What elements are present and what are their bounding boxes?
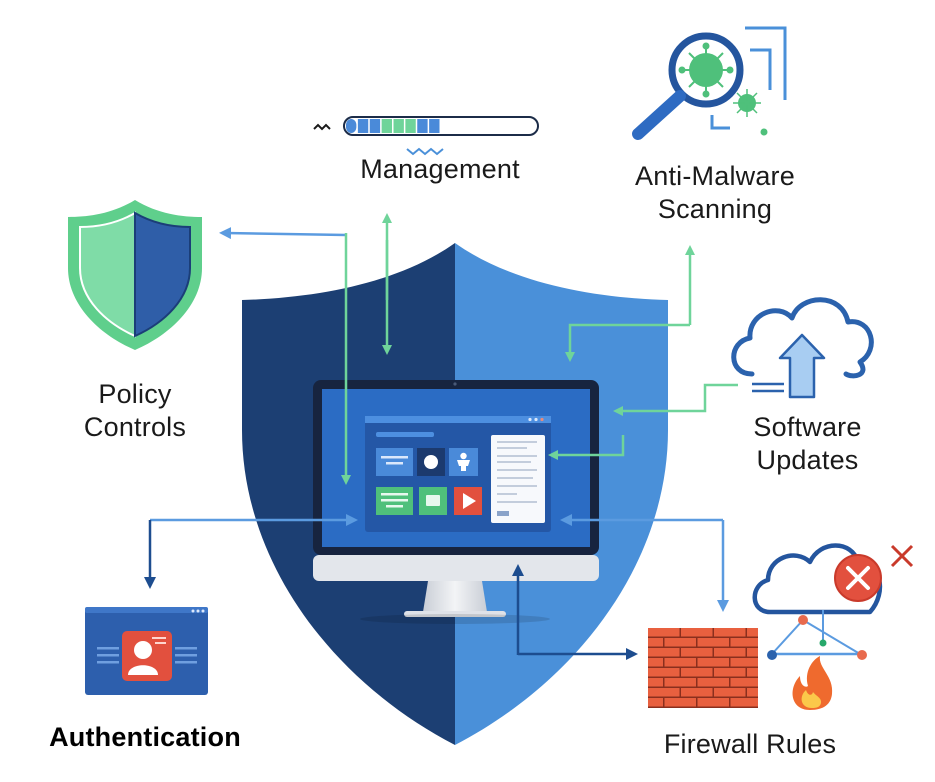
brick (648, 628, 680, 637)
brick (648, 688, 680, 697)
progress-segment (346, 119, 357, 133)
document-panel (491, 435, 545, 523)
tile-list (376, 487, 413, 515)
monitor (313, 380, 599, 624)
brick (681, 628, 713, 637)
label-firewall-line-1: Firewall Rules (663, 729, 837, 759)
arrow-to-policy (219, 227, 347, 240)
label-policy-controls: Policy Controls (50, 378, 220, 444)
management-progress-icon (313, 116, 539, 156)
brick (697, 678, 729, 687)
label-firewall-rules: Firewall Rules (630, 728, 870, 761)
brick (730, 658, 758, 667)
progress-segment (381, 119, 392, 133)
brick (664, 678, 696, 687)
user-id-card-icon (85, 607, 208, 695)
label-software-updates: Software Updates (715, 411, 900, 477)
brick (714, 648, 746, 657)
tile-play (454, 487, 482, 515)
arrow-antimalware-to-shield (565, 323, 690, 362)
virus-large (678, 42, 734, 98)
app-heading-bar (376, 432, 434, 437)
brick (648, 638, 663, 647)
brick (697, 638, 729, 647)
webcam (453, 382, 457, 386)
wave-icon (406, 147, 444, 156)
brick-wall-icon (648, 628, 758, 708)
label-updates-line-1: Software (753, 412, 862, 442)
progress-fill (346, 119, 440, 133)
magnifier-virus-icon (632, 26, 787, 140)
label-management-line-1: Management (360, 154, 520, 184)
brick (664, 638, 696, 647)
label-policy-line-2: Controls (83, 412, 187, 442)
network-nodes-icon (767, 610, 867, 660)
app-title-bar (365, 416, 551, 423)
arrow-updates-to-shield (613, 383, 738, 416)
brick (747, 688, 758, 697)
monitor-base (404, 611, 506, 617)
label-authentication: Authentication (30, 721, 260, 754)
brick (648, 658, 663, 667)
cloud-upload-icon (731, 297, 874, 399)
brick (730, 638, 758, 647)
label-policy-line-1: Policy (98, 379, 172, 409)
scan-bracket-bottom (710, 115, 730, 130)
squiggle-icon (313, 123, 331, 131)
brick (747, 648, 758, 657)
connectors (144, 213, 738, 660)
fire-icon (792, 656, 833, 710)
brick (648, 668, 680, 677)
brick (664, 658, 696, 667)
brick (747, 668, 758, 677)
arrow-updates-to-screen (548, 435, 625, 460)
progress-segment (357, 119, 369, 133)
upload-arrow (778, 333, 826, 399)
monitor-shadow (360, 614, 550, 624)
label-anti-malware-line-2: Scanning (657, 194, 773, 224)
brick (697, 698, 729, 707)
progress-segment (417, 119, 428, 133)
tile-text-card (376, 448, 413, 476)
tile-circle (417, 448, 445, 476)
label-management: Management (335, 153, 545, 186)
brick (681, 648, 713, 657)
brick (681, 668, 713, 677)
policy-shield-icon (68, 200, 202, 350)
brick (714, 688, 746, 697)
tile-message (419, 487, 447, 515)
brick (730, 678, 758, 687)
brick (714, 628, 746, 637)
brick (730, 698, 758, 707)
progress-segment (405, 119, 416, 133)
brick (747, 628, 758, 637)
block-x-badge-icon (834, 554, 882, 602)
label-auth-line-1: Authentication (49, 722, 241, 752)
monitor-stand (423, 581, 487, 612)
tile-user (449, 448, 478, 476)
progress-segment (369, 119, 381, 133)
progress-segment (393, 119, 404, 133)
scan-bracket-inner (750, 48, 772, 90)
scan-bracket-outer (745, 26, 787, 100)
monitor-chin (313, 555, 599, 581)
brick (648, 648, 680, 657)
brick (648, 698, 663, 707)
virus-small (733, 89, 768, 136)
brick (714, 668, 746, 677)
brick (648, 678, 663, 687)
magnifier-handle (632, 90, 686, 140)
close-x-icon (890, 544, 914, 568)
magnifier-lens (668, 32, 744, 108)
label-updates-line-2: Updates (756, 445, 859, 475)
label-anti-malware: Anti-Malware Scanning (600, 160, 830, 226)
screen-app-window (365, 416, 551, 532)
progress-segment (429, 119, 440, 133)
brick (664, 698, 696, 707)
brick (697, 658, 729, 667)
label-anti-malware-line-1: Anti-Malware (635, 161, 795, 191)
brick (681, 688, 713, 697)
